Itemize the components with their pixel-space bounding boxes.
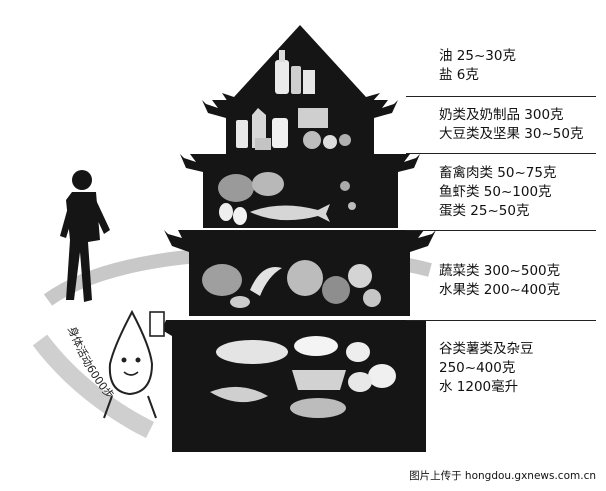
footer-caption: 图片上传于 hongdou.gxnews.com.cn — [409, 470, 596, 482]
divider — [406, 153, 596, 154]
label-line: 谷类薯类及杂豆 — [439, 341, 534, 357]
label-grain-water: 谷类薯类及杂豆 250~400克 水 1200毫升 — [439, 340, 534, 397]
water-drop-mascot — [103, 309, 165, 419]
label-meat-fish-egg: 畜禽肉类 50~75克 鱼虾类 50~100克 蛋类 25~50克 — [439, 164, 556, 221]
label-line: 油 25~30克 — [439, 48, 516, 64]
label-line: 盐 6克 — [439, 67, 479, 83]
label-line: 蔬菜类 300~500克 — [439, 263, 561, 279]
label-line: 奶类及奶制品 300克 — [439, 107, 564, 123]
vegetable-fruit-icons — [202, 260, 381, 308]
label-line: 鱼虾类 50~100克 — [439, 184, 552, 200]
label-line: 畜禽肉类 50~75克 — [439, 165, 557, 181]
label-line: 大豆类及坚果 30~50克 — [439, 126, 584, 142]
divider — [406, 96, 596, 97]
label-line: 水果类 200~400克 — [439, 282, 561, 298]
oil-salt-icons — [275, 50, 315, 94]
pagoda-tier-oil-salt — [222, 25, 380, 102]
track-lane-lower — [32, 334, 155, 439]
grain-water-icons — [210, 336, 396, 418]
label-line: 250~400克 — [439, 360, 516, 376]
label-vegetable-fruit: 蔬菜类 300~500克 水果类 200~400克 — [439, 262, 560, 300]
label-line: 水 1200毫升 — [439, 379, 519, 395]
label-line: 蛋类 25~50克 — [439, 203, 530, 219]
label-dairy-soy: 奶类及奶制品 300克 大豆类及坚果 30~50克 — [439, 106, 583, 144]
divider — [406, 320, 596, 321]
divider — [406, 230, 596, 231]
runner-figure — [60, 170, 110, 302]
label-oil-salt: 油 25~30克 盐 6克 — [439, 47, 516, 85]
meat-fish-egg-icons — [218, 172, 356, 225]
dairy-soy-icons — [236, 108, 351, 150]
